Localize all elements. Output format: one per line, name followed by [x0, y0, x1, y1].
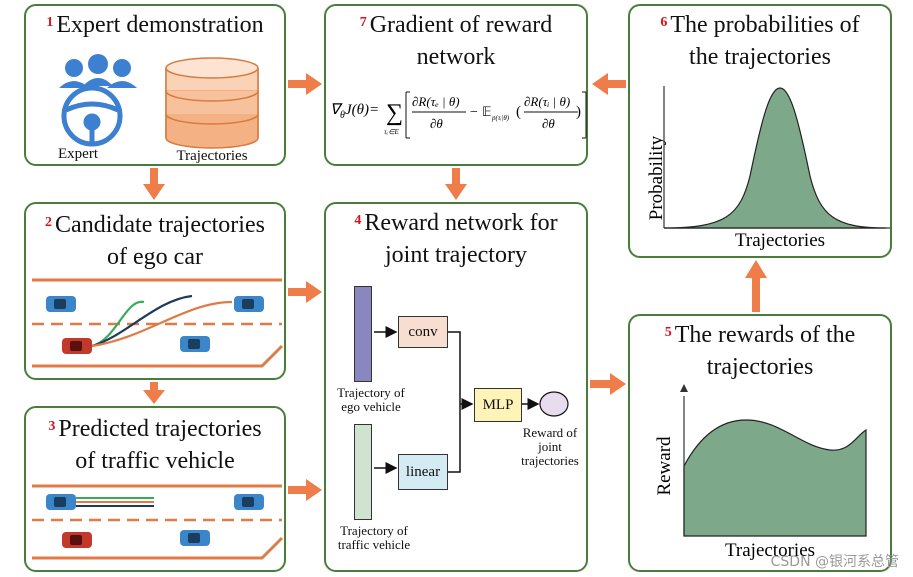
- expert-label: Expert: [58, 146, 98, 162]
- car-icon: [234, 296, 264, 312]
- arrow-right-icon: [590, 373, 626, 395]
- arrow-down-icon: [143, 382, 165, 404]
- svg-text:∂θ: ∂θ: [430, 116, 443, 131]
- svg-text:−: −: [470, 105, 478, 120]
- svg-text:p(τᵢ|θ): p(τᵢ|θ): [491, 114, 510, 122]
- road-scene-candidates: [32, 278, 284, 368]
- arrow-right-icon: [288, 479, 322, 501]
- svg-text:∇θJ(θ)=: ∇θJ(θ)=: [330, 102, 379, 121]
- car-icon: [46, 296, 76, 312]
- svg-text:∂R(τₑ | θ): ∂R(τₑ | θ): [412, 94, 460, 109]
- database-icon: [165, 57, 259, 149]
- svg-text:(: (: [516, 104, 521, 120]
- panel-7-title-line2: network: [416, 44, 496, 70]
- linear-layer: linear: [398, 454, 448, 490]
- ego-trajectory-input-bar: [354, 286, 372, 382]
- panel-2-title-line2: of ego car: [107, 244, 203, 270]
- mlp-layer: MLP: [474, 388, 522, 422]
- car-icon: [180, 530, 210, 546]
- people-icon: [59, 54, 137, 88]
- svg-text:): ): [576, 104, 581, 120]
- watermark: CSDN @银河系总管: [770, 554, 899, 570]
- arrow-up-icon: [745, 260, 767, 312]
- car-icon: [180, 336, 210, 352]
- traffic-trajectory-input-bar: [354, 424, 372, 520]
- reward-x-axis-label: Trajectories: [725, 540, 815, 561]
- reward-curve: Reward Trajectories: [654, 384, 867, 561]
- svg-text:∂θ: ∂θ: [542, 116, 555, 131]
- network-connections: [374, 326, 569, 474]
- arrow-right-icon: [288, 281, 322, 303]
- arrow-left-icon: [592, 73, 626, 95]
- car-icon: [234, 494, 264, 510]
- reward-axis-label: Reward: [654, 436, 675, 496]
- ego-car-icon: [62, 338, 92, 354]
- panel-4-title-line2: joint trajectory: [385, 242, 527, 268]
- steering-wheel-icon: [61, 85, 123, 147]
- expert-and-database-icons: [59, 54, 259, 149]
- reward-output-node: [539, 391, 569, 417]
- panel-6-title-line2: the trajectories: [689, 44, 831, 70]
- trajectories-label: Trajectories: [176, 148, 248, 164]
- car-icon: [46, 494, 76, 510]
- ego-car-icon: [62, 532, 92, 548]
- svg-text:∂R(τᵢ | θ): ∂R(τᵢ | θ): [524, 94, 570, 109]
- gradient-formula: ∇θJ(θ)= ∑ τₑ∈E ∂R(τₑ | θ) ∂θ − 𝔼 p(τᵢ|θ)…: [330, 91, 587, 139]
- probability-axis-label: Probability: [646, 135, 667, 220]
- svg-text:𝔼: 𝔼: [482, 104, 491, 119]
- probability-curve: Probability Trajectories: [646, 86, 890, 251]
- arrow-right-icon: [288, 73, 322, 95]
- panel-5-title-line2: trajectories: [706, 354, 814, 380]
- road-scene-predicted: [32, 484, 284, 560]
- arrow-down-icon: [143, 168, 165, 200]
- conv-layer: conv: [398, 316, 448, 348]
- svg-text:∑: ∑: [386, 100, 403, 126]
- probability-x-axis-label: Trajectories: [735, 230, 825, 251]
- arrow-down-icon: [445, 168, 467, 200]
- svg-text:τₑ∈E: τₑ∈E: [384, 128, 399, 136]
- panel-3-title-line2: of traffic vehicle: [75, 448, 235, 474]
